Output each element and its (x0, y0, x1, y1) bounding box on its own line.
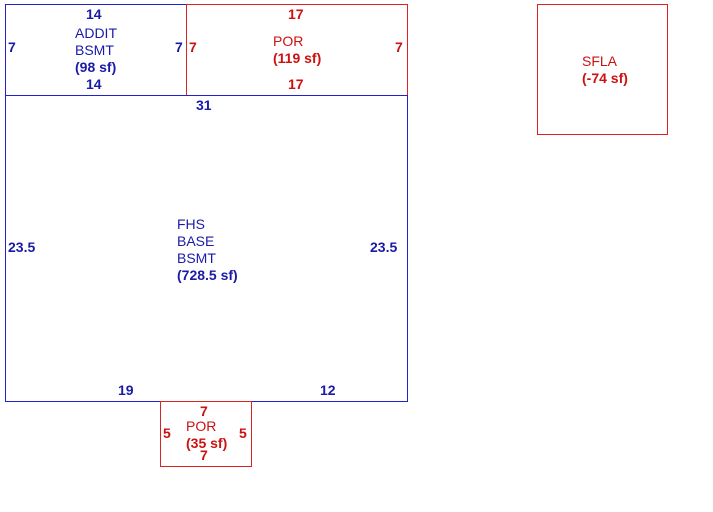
addit-area-label: (98 sf) (75, 59, 117, 75)
por-top-left-dimension: 7 (189, 39, 197, 55)
fhs-area-label: (728.5 sf) (177, 267, 238, 283)
por-bottom-left-dimension: 5 (163, 425, 171, 441)
addit-name-label: ADDIT (75, 25, 117, 41)
por-bottom-right-dimension: 5 (239, 425, 247, 441)
por-top-name-label: POR (273, 33, 304, 49)
sfla-area[interactable] (537, 4, 668, 135)
sfla-area-label: (-74 sf) (582, 70, 628, 86)
por-top-area-label: (119 sf) (273, 50, 322, 66)
por-top-top-dimension: 17 (288, 6, 304, 22)
por-bottom-area-label: (35 sf) (186, 435, 228, 451)
por-bottom-name-label: POR (186, 418, 217, 434)
addit-bottom-dimension: 14 (86, 76, 102, 92)
por-bottom-top-dimension: 7 (200, 403, 208, 419)
fhs-bottom-dimension-a: 19 (118, 382, 134, 398)
por-top-bottom-dimension: 17 (288, 76, 304, 92)
addit-right-dimension: 7 (175, 39, 183, 55)
sfla-name-label: SFLA (582, 53, 618, 69)
fhs-right-dimension: 23.5 (370, 239, 398, 255)
por-top-right-dimension: 7 (395, 39, 403, 55)
fhs-line1-label: FHS (177, 216, 205, 232)
por-bottom-bottom-dimension: 7 (200, 447, 208, 463)
fhs-top-dimension: 31 (196, 97, 212, 113)
fhs-line3-label: BSMT (177, 250, 216, 266)
addit-sub-label: BSMT (75, 42, 114, 58)
addit-top-dimension: 14 (86, 6, 102, 22)
por-bottom-area[interactable] (160, 401, 252, 467)
fhs-bottom-dimension-b: 12 (320, 382, 336, 398)
fhs-left-dimension: 23.5 (8, 239, 36, 255)
addit-left-dimension: 7 (8, 39, 16, 55)
fhs-line2-label: BASE (177, 233, 215, 249)
